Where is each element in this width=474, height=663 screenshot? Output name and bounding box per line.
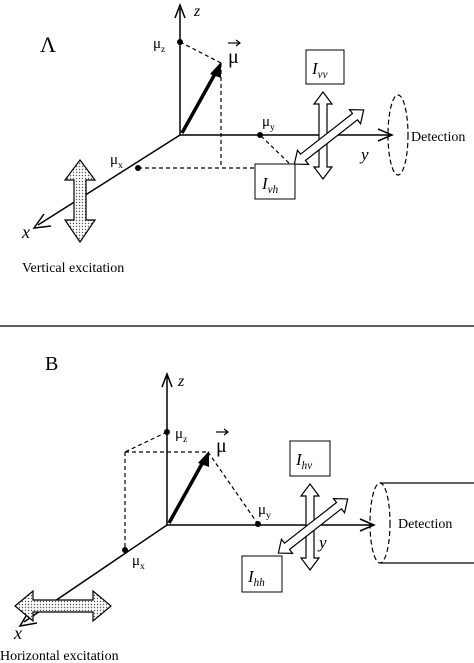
panel-a-y-axis [180, 128, 394, 142]
panel-b-projection-lines [124, 431, 259, 550]
panel-b-ihv-box [289, 440, 331, 477]
panel-a-projection-lines [138, 41, 295, 169]
panel-a-z-axis [174, 2, 186, 135]
panel-a-mu-y-label: μy [262, 114, 275, 133]
panel-b-horizontal-excitation-arrow [14, 589, 112, 623]
panel-a-vertical-polarizer-arrow [312, 91, 334, 180]
panel-a-mu-y-point [257, 132, 263, 138]
panel-b-ihv-label: Ihv [295, 450, 312, 472]
panel-b: B z y x [0, 353, 474, 663]
panel-b-mu-x-label: μx [132, 553, 145, 572]
panel-b-mu-x-point [122, 547, 128, 553]
panel-a-x-axis-label: x [21, 222, 30, 242]
panel-b-ihh-box [241, 555, 283, 593]
panel-a-x-axis [32, 134, 181, 229]
panel-b-y-axis [167, 518, 376, 532]
panel-b-mu-z-label: μz [175, 426, 188, 445]
panel-b-x-axis-label: x [13, 623, 22, 643]
panel-b-mu-y-label: μy [258, 502, 271, 521]
panel-b-z-axis [161, 371, 173, 525]
panel-a-ivh-label: Ivh [261, 174, 279, 196]
panel-a-ivv-label: Ivv [311, 59, 328, 81]
panel-a-z-axis-label: z [193, 3, 201, 20]
panel-b-detector-cylinder [369, 482, 474, 564]
panel-a-detection-label: Detection [411, 130, 465, 145]
panel-a-detector-lens [387, 94, 409, 176]
panel-a-excitation-label: Vertical excitation [22, 261, 124, 276]
panel-a-mu-vector [180, 39, 241, 134]
panel-b-ihh-label: Ihh [247, 567, 265, 589]
panel-a-mu-z-point [177, 39, 183, 45]
panel-b-detection-label: Detection [398, 517, 452, 532]
panel-b-mu-label: μ [216, 435, 227, 457]
panel-a-ivh-box [254, 163, 296, 200]
panel-b-excitation-label: Horizontal excitation [0, 649, 119, 663]
panel-a: Λ z y x [21, 2, 465, 276]
panel-b-mu-y-point [255, 521, 261, 527]
panel-b-mu-z-point [164, 429, 170, 435]
panel-a-label: Λ [40, 32, 56, 57]
panel-a-mu-label: μ [228, 46, 239, 68]
panel-b-y-axis-label: y [317, 533, 327, 552]
panel-b-mu-vector [167, 428, 229, 524]
panel-a-horizontal-polarizer-arrow [293, 108, 365, 166]
panel-a-vertical-excitation-arrow [63, 159, 97, 244]
panel-b-z-axis-label: z [177, 373, 185, 390]
panel-a-ivv-box [305, 49, 345, 85]
panel-a-mu-x-point [135, 165, 141, 171]
panel-b-label: B [45, 353, 58, 375]
panel-a-mu-x-label: μx [110, 152, 123, 171]
panel-b-horizontal-polarizer-arrow [277, 497, 349, 555]
panel-a-mu-z-label: μz [153, 36, 166, 55]
panel-a-y-axis-label: y [359, 145, 369, 164]
